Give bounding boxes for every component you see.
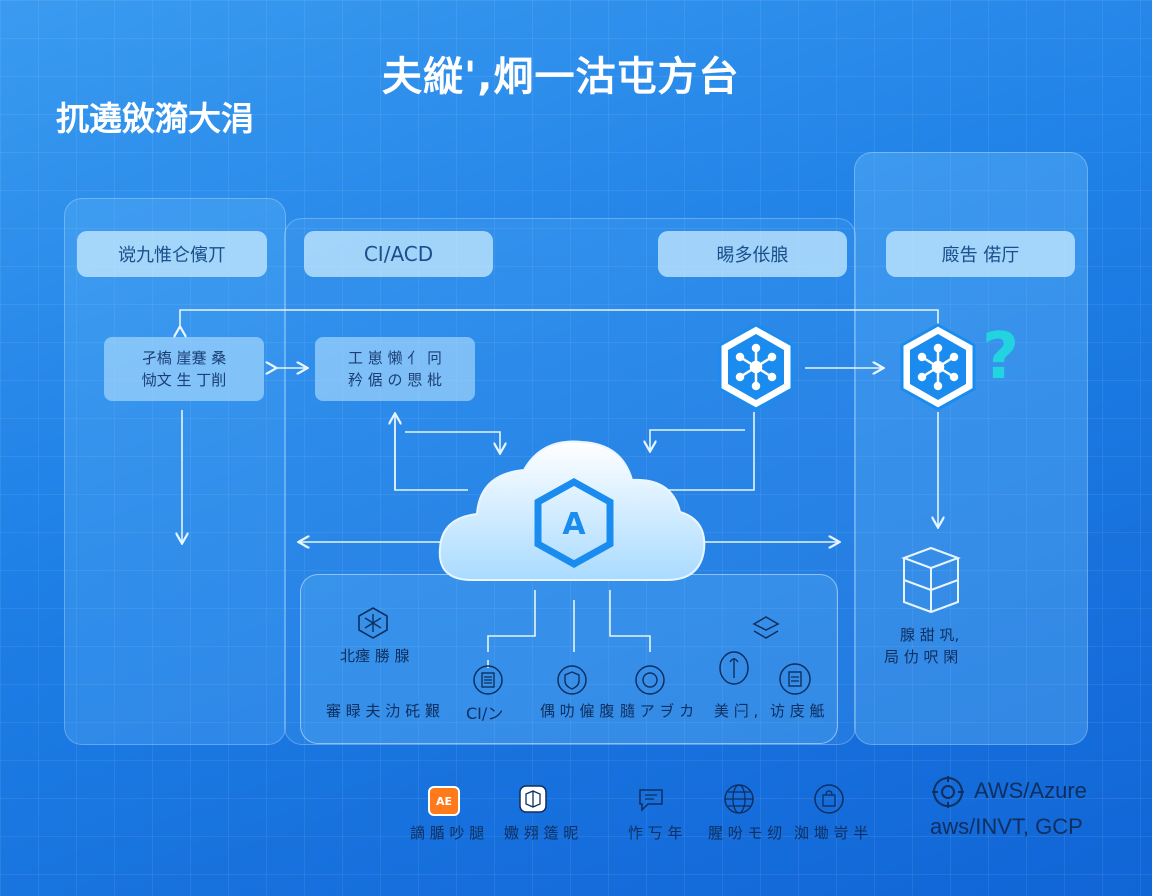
ai-badge-text: AE [435,794,453,808]
footer-item-5-label: 洳 墈 岢 半 [794,824,869,842]
ai-badge-icon[interactable]: AE [428,786,460,816]
storage-label-2: 局 仂 呎 閑 [884,648,959,666]
question-mark-icon: ? [982,320,1020,394]
lightbulb-icon[interactable] [716,650,752,686]
storage-label-1: 腺 甜 巩, [900,626,960,644]
bottom-item-4-label: 美 闩 , [714,702,759,720]
cicd-box-line-1: 工 崽 懒 亻 冋 [347,349,443,367]
bag-icon[interactable] [812,782,846,816]
bottom-item-2-label: 偶 叻 僱 腹 [540,702,615,720]
cicd-box-line-2: 矜 倨 の 愳 枇 [347,371,443,389]
bottom-services-panel [300,574,838,744]
bottom-left-item-label: 審 睩 夫 氻 矺 艱 [326,702,440,720]
chat-icon[interactable] [634,782,668,816]
cloud-icon [438,440,706,581]
server-icon[interactable] [778,662,812,696]
globe-icon[interactable] [634,664,666,696]
box-icon[interactable] [516,782,550,816]
kubernetes-icon[interactable] [356,606,390,640]
cloud-providers-icon [932,776,964,808]
bottom-item-1-label: CI/ン [466,704,504,723]
left-column-label[interactable]: 谠九惟仑儐丌 [77,231,267,277]
footer-item-2-label: 嫐 翙 簉 昵 [504,824,579,842]
left-column-panel [64,198,286,745]
footer-item-1-label: 謫 腯 吵 腿 [410,824,485,842]
cicd-column-label[interactable]: CI/ACD [304,231,493,277]
cicd-process-box[interactable]: 工 崽 懒 亻 冋 矜 倨 の 愳 枇 [315,337,475,401]
cloud-providers-line-2: aws/INVT, GCP [930,814,1083,839]
bottom-item-3-label: 膸 ア ヺ カ [620,702,695,720]
layers-icon[interactable] [748,614,784,644]
shield-icon[interactable] [556,664,588,696]
mid-right-column-label[interactable]: 晹多伥朖 [658,231,847,277]
app-hexagon-icon[interactable]: A [532,478,616,568]
storage-cube-icon [901,546,961,614]
globe-footer-icon[interactable] [722,782,756,816]
page-title: 夫縦',炯一沽屯方台 [382,54,740,100]
bottom-item-5-label: 访 庋 觗 [770,702,825,720]
network-hexagon-icon-right[interactable] [898,322,978,412]
document-icon[interactable] [472,664,504,696]
page-subtitle: 扤遶敓漪大涓 [56,99,254,138]
left-box-line-2: 恸文 生 丁削 [141,371,227,389]
network-hexagon-icon[interactable] [716,322,796,412]
cloud-providers-line-1: AWS/Azure [974,778,1087,803]
right-column-label[interactable]: 廄吿 偌厅 [886,231,1075,277]
footer-item-4-label: 腥 吩 モ 纫 [708,824,783,842]
cloud-badge-letter: A [562,507,586,542]
footer-item-3-label: 怍 丂 年 [628,824,683,842]
left-process-box[interactable]: 孑槗 崖蹇 桑 恸文 生 丁削 [104,337,264,401]
bottom-top-left-label: 北瘗 勝 腺 [340,647,410,665]
left-box-line-1: 孑槗 崖蹇 桑 [141,349,227,367]
